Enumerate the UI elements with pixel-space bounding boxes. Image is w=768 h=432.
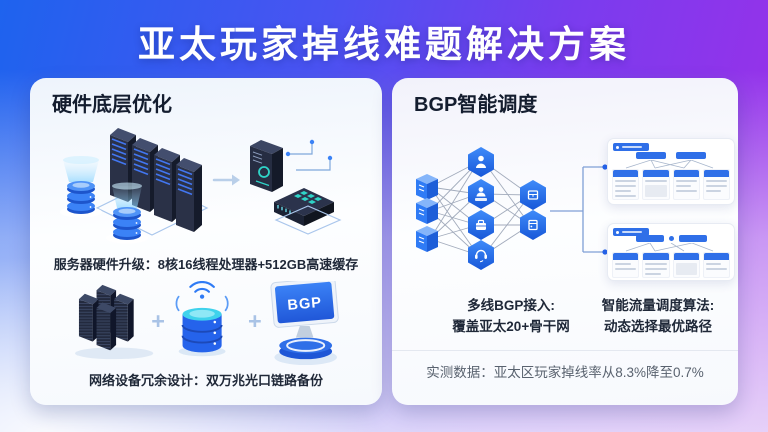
bgp-access-caption: 多线BGP接入: 覆盖亚太20+骨干网 (406, 296, 616, 338)
card-pill (678, 235, 707, 242)
source-cube-icon (416, 226, 438, 252)
arrow-right-icon (212, 174, 240, 186)
source-cube-icon (416, 174, 438, 200)
card-columns (608, 252, 734, 278)
card-column (642, 169, 670, 200)
card-columns (608, 169, 734, 200)
card-pill (676, 152, 706, 159)
platform-outline (274, 205, 342, 235)
traffic-algorithm-caption-line1: 智能流量调度算法: (601, 298, 715, 313)
circuit-lines (285, 139, 333, 171)
briefcase-hexagon-icon (468, 210, 494, 240)
headset-hexagon-icon (468, 240, 494, 270)
routing-table-card (607, 138, 735, 205)
package-hexagon-icon (520, 180, 546, 210)
divider (392, 350, 738, 351)
source-cube-icon (416, 198, 438, 224)
bgp-panel: BGP智能调度 (392, 78, 738, 405)
redundancy-caption: 网络设备冗余设计：双万兆光口链路备份 (88, 373, 323, 388)
card-badge (613, 143, 649, 151)
card-column (672, 252, 700, 278)
card-pill (635, 235, 664, 242)
card-column (702, 169, 730, 200)
tower-server-icon (250, 140, 283, 192)
hardware-panel-title: 硬件底层优化 (52, 94, 172, 116)
card-column (672, 169, 700, 200)
routing-table-card (607, 223, 735, 281)
traffic-algorithm-caption: 智能流量调度算法: 动态选择最优路径 (583, 296, 733, 338)
page-title: 亚太玩家掉线难题解决方案 (138, 24, 630, 65)
user-hexagon-icon (468, 147, 494, 177)
account-hexagon-icon (468, 179, 494, 209)
bgp-network-diagram (416, 147, 608, 270)
card-column (612, 252, 640, 278)
card-column (612, 169, 640, 200)
traffic-algorithm-caption-line2: 动态选择最优路径 (604, 318, 712, 334)
badge-bar (622, 231, 642, 233)
card-pills (608, 139, 734, 159)
badge-bar (622, 146, 642, 148)
card-pills (608, 224, 734, 242)
database-icon (60, 156, 102, 218)
database-icon (106, 182, 148, 244)
card-column (642, 252, 670, 278)
server-upgrade-illustration (60, 128, 342, 244)
hardware-panel: 硬件底层优化 (30, 78, 382, 405)
fan-arrows (625, 160, 714, 169)
redundancy-illustration: + + (75, 281, 339, 366)
bgp-access-caption-line1: 多线BGP接入: (467, 298, 555, 313)
network-switch-icon (274, 188, 334, 226)
bgp-screen-label: BGP (287, 295, 323, 314)
card-badge (613, 228, 649, 236)
badge-dot (616, 145, 619, 149)
bgp-access-caption-line2: 覆盖亚太20+骨干网 (452, 318, 570, 334)
connector-lines (550, 164, 608, 255)
badge-dot (616, 230, 619, 234)
server-hexagon-icon (520, 210, 546, 240)
pill-dot (668, 236, 674, 241)
fan-arrows (625, 243, 714, 252)
bgp-monitor-icon: BGP (270, 281, 339, 366)
card-pill (636, 152, 666, 159)
card-column (702, 252, 730, 278)
wifi-database-icon (175, 281, 229, 357)
bgp-panel-title: BGP智能调度 (414, 94, 538, 116)
server-cluster-icon (75, 284, 154, 360)
server-upgrade-caption: 服务器硬件升级：8核16线程处理器+512GB高速缓存 (53, 257, 359, 272)
plus-icon: + (248, 308, 262, 334)
plus-icon: + (151, 308, 165, 334)
result-stat-text: 实测数据：亚太区玩家掉线率从8.3%降至0.7% (426, 365, 704, 380)
